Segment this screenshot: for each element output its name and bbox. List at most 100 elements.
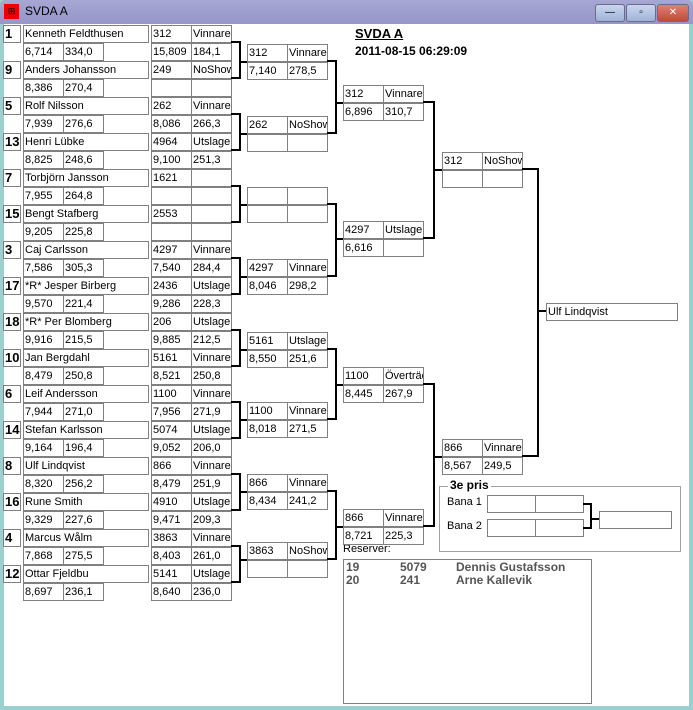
player-time[interactable]: 8,320: [23, 475, 64, 493]
round2-entry-id[interactable]: 3863: [247, 542, 288, 560]
round1-entry-status[interactable]: Utslager: [191, 313, 232, 331]
round3-entry-speed[interactable]: 225,3: [383, 527, 424, 545]
player-name[interactable]: Stefan Karlsson: [23, 421, 149, 439]
round2-entry-speed[interactable]: 298,2: [287, 277, 328, 295]
round1-entry-status[interactable]: Vinnare: [191, 241, 232, 259]
player-name[interactable]: Jan Bergdahl: [23, 349, 149, 367]
player-name[interactable]: Henri Lübke: [23, 133, 149, 151]
round1-entry-status[interactable]: Vinnare: [191, 385, 232, 403]
round1-entry-speed[interactable]: 261,0: [191, 547, 232, 565]
player-speed[interactable]: 215,5: [63, 331, 104, 349]
round1-entry-status[interactable]: NoShow: [191, 61, 232, 79]
round3-entry-speed[interactable]: 310,7: [383, 103, 424, 121]
round1-entry-time[interactable]: 7,540: [151, 259, 192, 277]
player-speed[interactable]: 221,4: [63, 295, 104, 313]
round2-entry-id[interactable]: 312: [247, 44, 288, 62]
player-name[interactable]: Rune Smith: [23, 493, 149, 511]
round1-entry-speed[interactable]: 271,9: [191, 403, 232, 421]
player-name[interactable]: Marcus Wålm: [23, 529, 149, 547]
round2-entry-time[interactable]: 8,434: [247, 492, 288, 510]
player-speed[interactable]: 248,6: [63, 151, 104, 169]
round2-entry-status[interactable]: Utslager: [287, 332, 328, 350]
round3-entry-time[interactable]: 6,616: [343, 239, 384, 257]
player-time[interactable]: 7,944: [23, 403, 64, 421]
round2-entry-speed[interactable]: [287, 560, 328, 578]
player-time[interactable]: 7,586: [23, 259, 64, 277]
round1-entry-time[interactable]: [151, 187, 192, 205]
player-name[interactable]: Bengt Stafberg: [23, 205, 149, 223]
player-speed[interactable]: 225,8: [63, 223, 104, 241]
round1-entry-status[interactable]: Vinnare: [191, 529, 232, 547]
round2-entry-id[interactable]: 5161: [247, 332, 288, 350]
player-time[interactable]: 9,329: [23, 511, 64, 529]
round1-entry-speed[interactable]: [191, 223, 232, 241]
player-name[interactable]: Anders Johansson: [23, 61, 149, 79]
round1-entry-id[interactable]: 4964: [151, 133, 192, 151]
round1-entry-status[interactable]: Vinnare: [191, 349, 232, 367]
round2-entry-status[interactable]: NoShow: [287, 116, 328, 134]
round2-entry-status[interactable]: [287, 187, 328, 205]
player-speed[interactable]: 334,0: [63, 43, 104, 61]
final-winner[interactable]: Ulf Lindqvist: [546, 303, 678, 321]
round2-entry-status[interactable]: NoShow: [287, 542, 328, 560]
lane1-racer-id[interactable]: [487, 495, 536, 513]
round3-entry-id[interactable]: 312: [343, 85, 384, 103]
round2-entry-speed[interactable]: [287, 205, 328, 223]
round2-entry-time[interactable]: 8,550: [247, 350, 288, 368]
round2-entry-status[interactable]: Vinnare: [287, 474, 328, 492]
round1-entry-id[interactable]: 262: [151, 97, 192, 115]
round4-entry-status[interactable]: Vinnare: [482, 439, 523, 457]
player-speed[interactable]: 236,1: [63, 583, 104, 601]
round4-entry-speed[interactable]: 249,5: [482, 457, 523, 475]
player-name[interactable]: Rolf Nilsson: [23, 97, 149, 115]
player-time[interactable]: 7,939: [23, 115, 64, 133]
round2-entry-id[interactable]: 1100: [247, 402, 288, 420]
player-speed[interactable]: 264,8: [63, 187, 104, 205]
round3-entry-speed[interactable]: 267,9: [383, 385, 424, 403]
round1-entry-id[interactable]: 5141: [151, 565, 192, 583]
round1-entry-speed[interactable]: 206,0: [191, 439, 232, 457]
round2-entry-time[interactable]: 7,140: [247, 62, 288, 80]
round1-entry-speed[interactable]: [191, 187, 232, 205]
maximize-button[interactable]: ▫: [626, 4, 656, 22]
round1-entry-id[interactable]: 249: [151, 61, 192, 79]
round1-entry-status[interactable]: [191, 169, 232, 187]
player-name[interactable]: Ulf Lindqvist: [23, 457, 149, 475]
player-name[interactable]: *R* Jesper Birberg: [23, 277, 149, 295]
round1-entry-status[interactable]: Utslager: [191, 277, 232, 295]
round1-entry-speed[interactable]: 266,3: [191, 115, 232, 133]
round2-entry-status[interactable]: Vinnare: [287, 402, 328, 420]
lane1-racer-status[interactable]: [535, 495, 584, 513]
round1-entry-speed[interactable]: 228,3: [191, 295, 232, 313]
third-place-winner[interactable]: [599, 511, 672, 529]
round1-entry-time[interactable]: [151, 79, 192, 97]
round2-entry-speed[interactable]: 251,6: [287, 350, 328, 368]
player-speed[interactable]: 196,4: [63, 439, 104, 457]
round1-entry-speed[interactable]: [191, 79, 232, 97]
round1-entry-speed[interactable]: 284,4: [191, 259, 232, 277]
round1-entry-id[interactable]: 4297: [151, 241, 192, 259]
player-name[interactable]: *R* Per Blomberg: [23, 313, 149, 331]
round2-entry-id[interactable]: 4297: [247, 259, 288, 277]
round2-entry-status[interactable]: Vinnare: [287, 44, 328, 62]
minimize-button[interactable]: —: [595, 4, 625, 22]
round2-entry-id[interactable]: 262: [247, 116, 288, 134]
round4-entry-id[interactable]: 866: [442, 439, 483, 457]
player-time[interactable]: 8,386: [23, 79, 64, 97]
round1-entry-status[interactable]: Vinnare: [191, 457, 232, 475]
round1-entry-speed[interactable]: 236,0: [191, 583, 232, 601]
round1-entry-id[interactable]: 866: [151, 457, 192, 475]
player-time[interactable]: 8,825: [23, 151, 64, 169]
round1-entry-id[interactable]: 206: [151, 313, 192, 331]
round1-entry-status[interactable]: Utslager: [191, 133, 232, 151]
round1-entry-time[interactable]: 8,086: [151, 115, 192, 133]
round1-entry-speed[interactable]: 250,8: [191, 367, 232, 385]
player-name[interactable]: Caj Carlsson: [23, 241, 149, 259]
round3-entry-id[interactable]: 866: [343, 509, 384, 527]
round1-entry-id[interactable]: 5161: [151, 349, 192, 367]
round1-entry-id[interactable]: 5074: [151, 421, 192, 439]
player-time[interactable]: 9,916: [23, 331, 64, 349]
round1-entry-status[interactable]: Vinnare: [191, 25, 232, 43]
